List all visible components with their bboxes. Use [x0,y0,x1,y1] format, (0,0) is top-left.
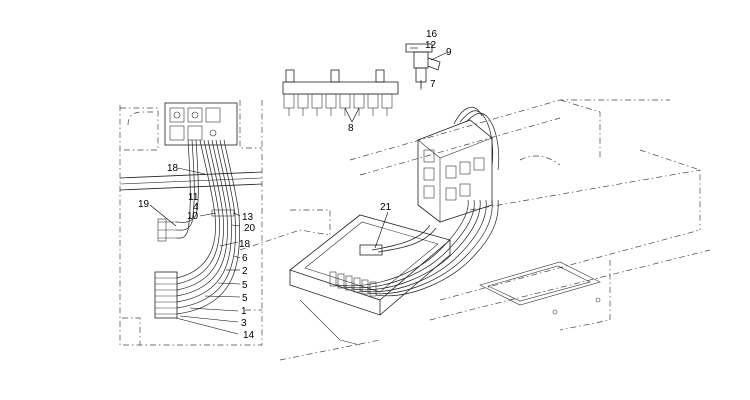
callout-21: 21 [380,202,392,213]
callout-5-lower: 5 [242,293,248,304]
callout-16: 16 [426,29,438,40]
right-frame-view [239,99,711,361]
callout-3: 3 [241,318,247,329]
connector-row [282,69,399,116]
callout-14: 14 [243,330,255,341]
callout-labels: 16 12 9 7 8 18 11 4 10 19 13 20 18 6 2 5… [138,29,452,341]
callout-6: 6 [242,253,248,264]
callout-12: 12 [425,40,437,51]
leader-lines [149,47,449,335]
callout-2: 2 [242,266,248,277]
callout-4: 4 [193,202,199,213]
callout-1: 1 [241,306,247,317]
left-frame-view [119,100,263,346]
right-hose-bundle [335,106,500,297]
callout-18-top: 18 [167,163,179,174]
callout-8: 8 [348,123,354,134]
callout-19: 19 [138,199,150,210]
callout-9: 9 [446,47,452,58]
callout-13: 13 [242,212,254,223]
callout-11: 11 [188,192,199,203]
callout-10: 10 [187,211,199,222]
callout-5-upper: 5 [242,280,248,291]
callout-20: 20 [244,223,256,234]
left-hose-bundle [175,139,240,315]
callout-18-mid: 18 [239,239,251,250]
callout-7: 7 [430,79,436,90]
fitting-detail [405,43,441,90]
